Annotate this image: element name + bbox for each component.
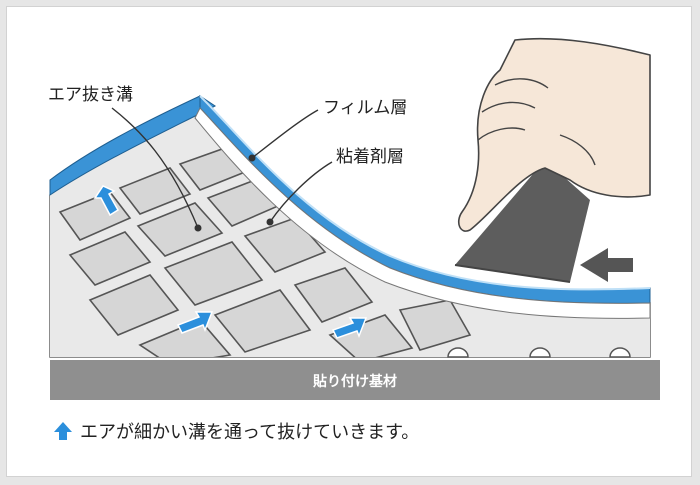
grid-cell (398, 299, 472, 351)
leader-lines (111, 107, 333, 229)
diagonal-arrow-icon (331, 317, 368, 339)
air-channel-label: エア抜き溝 (48, 85, 133, 105)
squeegee (455, 160, 590, 282)
arrow-left-icon (580, 248, 633, 282)
substrate-bar (50, 360, 660, 400)
channel-openings (447, 347, 631, 358)
grid-cell (68, 231, 152, 286)
grid-cell (88, 274, 180, 336)
film-layer-label: フィルム層 (323, 98, 407, 118)
hand-icon (458, 37, 651, 232)
grid-cell (328, 314, 414, 357)
grid-cell (213, 289, 312, 353)
caption: エアが細かい溝を通って抜けていきます。 (80, 422, 419, 443)
grid-cell (163, 241, 264, 306)
adhesive-layer-label: 粘着剤層 (336, 147, 404, 167)
substrate-label: 貼り付け基材 (313, 373, 397, 390)
air-flow-arrows (93, 185, 368, 339)
diagonal-arrow-icon (93, 185, 120, 217)
film-layer-left (49, 95, 216, 196)
arrow-up-icon (54, 422, 72, 440)
grid-cell (118, 167, 192, 215)
diagonal-arrow-icon (176, 311, 214, 334)
adhesive-layer (194, 107, 651, 319)
grid-cell (293, 267, 374, 323)
grid-cell (136, 202, 224, 257)
